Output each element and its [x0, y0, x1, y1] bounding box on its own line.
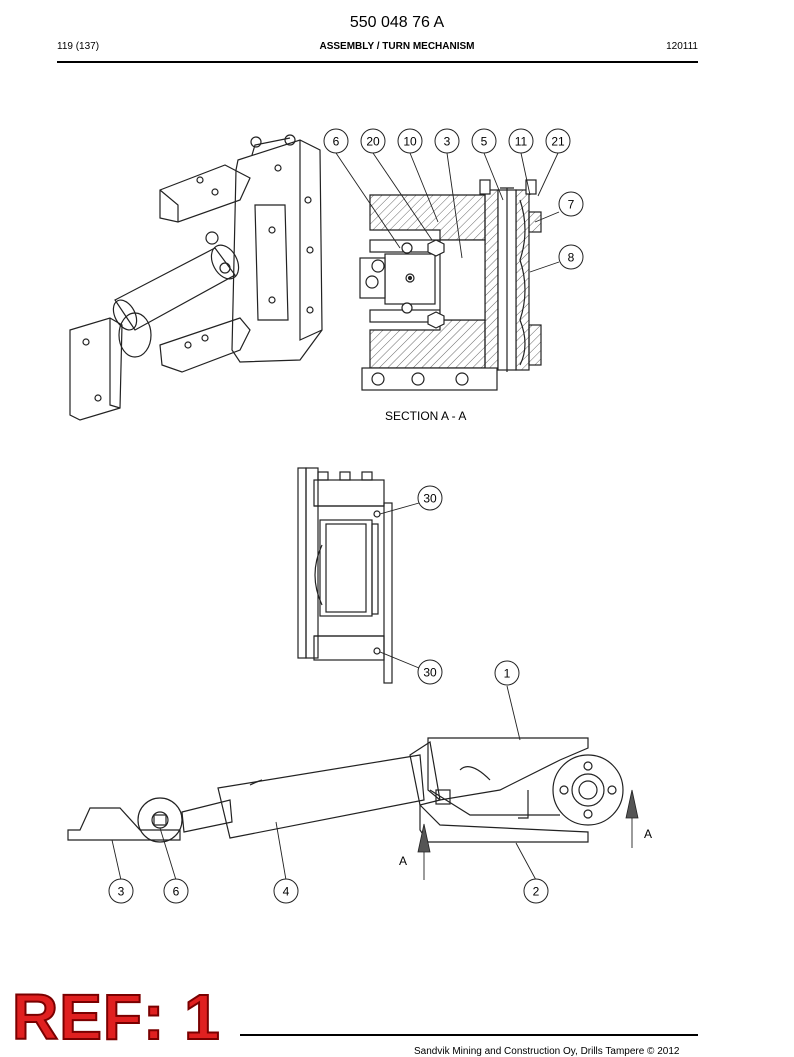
side-leader-lines: [111, 821, 537, 881]
svg-text:6: 6: [333, 135, 340, 149]
section-marker-label-right: A: [644, 827, 652, 841]
svg-text:8: 8: [568, 251, 575, 265]
svg-text:5: 5: [481, 135, 488, 149]
document-number: 550 048 76 A: [349, 14, 445, 31]
section-marker-label-left: A: [399, 854, 407, 868]
footer-copyright: Sandvik Mining and Construction Oy, Dril…: [414, 1046, 680, 1057]
callout-30-lower: 30: [417, 659, 443, 685]
svg-text:7: 7: [568, 198, 575, 212]
callout-10: 10: [397, 128, 423, 154]
isometric-view: [69, 134, 323, 421]
svg-text:4: 4: [283, 885, 290, 899]
callout-2: 2: [523, 878, 549, 904]
callout-5: 5: [471, 128, 497, 154]
svg-text:11: 11: [515, 135, 528, 149]
callout-6-bottom: 6: [163, 878, 189, 904]
section-marker-left: [417, 823, 431, 880]
svg-text:6: 6: [173, 885, 180, 899]
front-view: [297, 467, 393, 684]
svg-text:1: 1: [504, 667, 511, 681]
section-label: SECTION A - A: [385, 409, 467, 423]
section-a-a-view: [359, 179, 542, 391]
callout-8: 8: [558, 244, 584, 270]
callout-20: 20: [360, 128, 386, 154]
header-rule: [57, 61, 698, 63]
svg-text:21: 21: [551, 135, 565, 149]
footer-rule: [240, 1034, 698, 1036]
svg-text:3: 3: [118, 885, 125, 899]
document-date: 120111: [666, 41, 698, 52]
section-leader-lines: [335, 152, 560, 273]
side-view: [67, 737, 624, 843]
callout-4: 4: [273, 878, 299, 904]
page-number: 119 (137): [57, 41, 100, 52]
callout-21: 21: [545, 128, 571, 154]
svg-text:2: 2: [533, 885, 540, 899]
callout-11: 11: [508, 128, 534, 154]
callout-7: 7: [558, 191, 584, 217]
callout-3-bottom: 3: [108, 878, 134, 904]
document-title: ASSEMBLY / TURN MECHANISM: [319, 41, 475, 52]
callout-30-upper: 30: [417, 485, 443, 511]
callout-1: 1: [494, 660, 520, 686]
section-marker-right: [625, 789, 639, 848]
front-leader-lines: [379, 502, 521, 741]
svg-text:30: 30: [423, 666, 437, 680]
callout-6-top: 6: [323, 128, 349, 154]
svg-text:10: 10: [403, 135, 417, 149]
svg-text:3: 3: [444, 135, 451, 149]
svg-text:30: 30: [423, 492, 437, 506]
ref-stamp: REF: 1: [11, 981, 221, 1053]
callout-3-top: 3: [434, 128, 460, 154]
svg-text:20: 20: [366, 135, 380, 149]
